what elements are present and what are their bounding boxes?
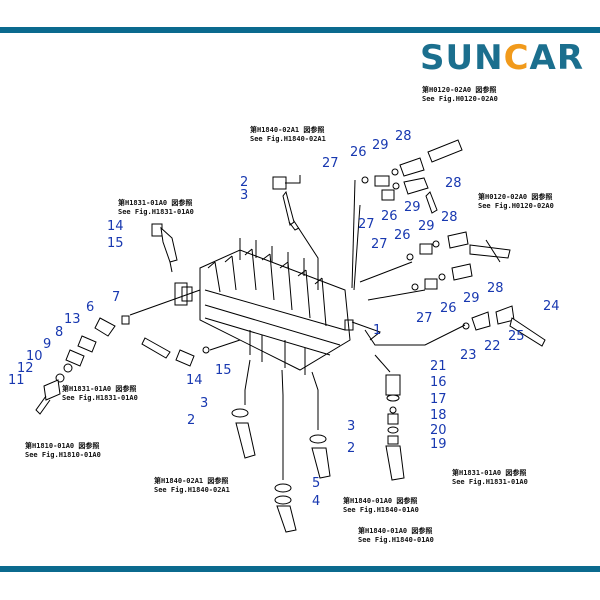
callout-7: 7 bbox=[112, 290, 121, 305]
callout-29: 29 bbox=[372, 138, 389, 153]
callout-5: 5 bbox=[312, 476, 321, 491]
diagram-border bbox=[0, 27, 600, 572]
callout-11: 11 bbox=[8, 373, 25, 388]
callout-3: 3 bbox=[240, 188, 249, 203]
callout-15: 15 bbox=[215, 363, 232, 378]
control-valve-body bbox=[174, 238, 354, 375]
callout-26: 26 bbox=[440, 301, 457, 316]
callout-2: 2 bbox=[347, 441, 356, 456]
callout-26: 26 bbox=[381, 209, 398, 224]
callout-6: 6 bbox=[86, 300, 95, 315]
callout-22: 22 bbox=[484, 339, 501, 354]
suncar-logo: SUNCAR bbox=[420, 38, 585, 78]
callout-21: 21 bbox=[430, 359, 447, 374]
callout-25: 25 bbox=[508, 329, 525, 344]
callout-27: 27 bbox=[416, 311, 433, 326]
callout-14: 14 bbox=[107, 219, 124, 234]
callout-19: 19 bbox=[430, 437, 447, 452]
callout-3: 3 bbox=[200, 396, 209, 411]
callout-12: 12 bbox=[17, 361, 34, 376]
callout-1: 1 bbox=[373, 323, 382, 338]
callout-10: 10 bbox=[26, 349, 43, 364]
callout-24: 24 bbox=[543, 299, 560, 314]
callout-13: 13 bbox=[64, 312, 81, 327]
callout-28: 28 bbox=[487, 281, 504, 296]
callout-3: 3 bbox=[347, 419, 356, 434]
callout-27: 27 bbox=[358, 217, 375, 232]
callout-17: 17 bbox=[430, 392, 447, 407]
callout-28: 28 bbox=[445, 176, 462, 191]
callout-28: 28 bbox=[441, 210, 458, 225]
callout-26: 26 bbox=[350, 145, 367, 160]
callout-18: 18 bbox=[430, 408, 447, 423]
callout-26: 26 bbox=[394, 228, 411, 243]
callout-29: 29 bbox=[418, 219, 435, 234]
callout-28: 28 bbox=[395, 129, 412, 144]
callout-15: 15 bbox=[107, 236, 124, 251]
callout-27: 27 bbox=[322, 156, 339, 171]
callout-14: 14 bbox=[186, 373, 203, 388]
callout-8: 8 bbox=[55, 325, 64, 340]
callout-2: 2 bbox=[187, 413, 196, 428]
callout-20: 20 bbox=[430, 423, 447, 438]
callout-27: 27 bbox=[371, 237, 388, 252]
callout-2: 2 bbox=[240, 175, 249, 190]
callout-29: 29 bbox=[404, 200, 421, 215]
callout-23: 23 bbox=[460, 348, 477, 363]
callout-9: 9 bbox=[43, 337, 52, 352]
callout-29: 29 bbox=[463, 291, 480, 306]
callout-4: 4 bbox=[312, 494, 321, 509]
callout-16: 16 bbox=[430, 375, 447, 390]
